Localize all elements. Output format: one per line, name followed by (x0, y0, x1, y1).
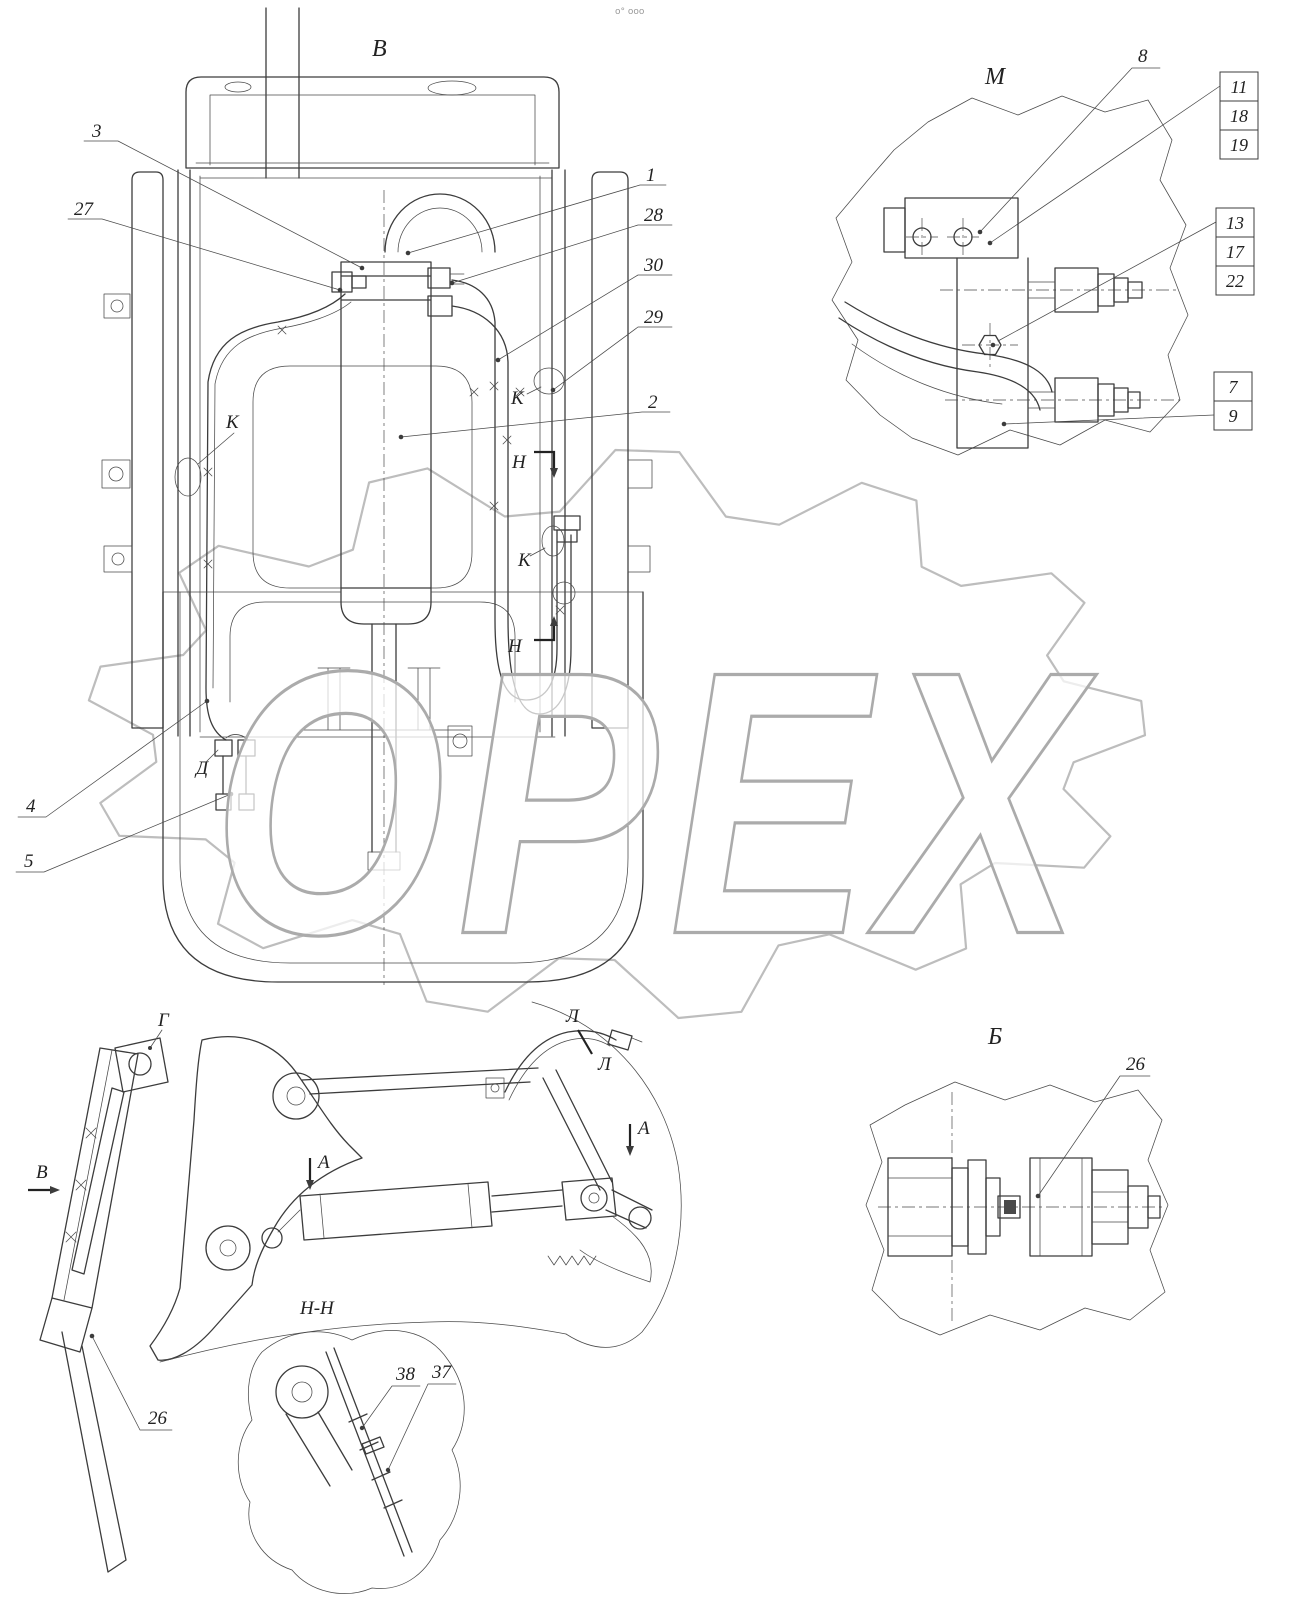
zone-k-label: К (510, 388, 525, 409)
detail-b-boundary (865, 1081, 1169, 1336)
hood-outline (185, 76, 560, 169)
zone-k-label: К (517, 550, 532, 571)
exhaust-stack (265, 7, 300, 179)
section-nn-detail: Н-Н 38 37 (237, 1298, 465, 1594)
callout-26-detail: 26 (1035, 1054, 1151, 1199)
callout-26-side: 26 (89, 1333, 173, 1431)
ref-22: 22 (1226, 271, 1244, 291)
main-view: В о° ооо (15, 7, 673, 985)
callout-8-label: 8 (1138, 46, 1148, 67)
callout-5-label: 5 (24, 851, 34, 872)
ref-18: 18 (1230, 106, 1248, 126)
main-view-title: В (372, 36, 387, 62)
callout-30-label: 30 (643, 255, 664, 276)
section-n-label: Н (511, 452, 527, 473)
view-v-label: В (36, 1162, 48, 1183)
ref-19: 19 (1230, 135, 1248, 155)
upper-fitting (1027, 267, 1143, 313)
detail-m-hoses (838, 301, 1053, 411)
watermark-text-group: ОРЕХ (211, 592, 1097, 1013)
callout-38: 38 (359, 1364, 421, 1431)
zone-l-label: Л (597, 1054, 612, 1075)
ref-13: 13 (1226, 213, 1244, 233)
callout-4: 4 (17, 698, 210, 818)
ref-box-stack-3: 7 9 (1001, 371, 1253, 431)
callout-28: 28 (449, 205, 673, 286)
callout-26-label: 26 (148, 1408, 168, 1429)
callout-28-label: 28 (644, 205, 664, 226)
rocker-linkage (542, 1069, 653, 1283)
watermark-gear (87, 448, 1147, 1020)
callout-29: 29 (550, 307, 673, 393)
callout-5: 5 (15, 791, 234, 873)
section-a-marks: А А (306, 1118, 650, 1190)
callout-29-label: 29 (644, 307, 664, 328)
ref-box-stack-2: 13 17 22 (990, 207, 1255, 348)
ref-9: 9 (1229, 406, 1238, 426)
union-fitting (887, 1157, 1161, 1257)
ref-7: 7 (1229, 377, 1239, 397)
zone-g-label: Г (157, 1010, 170, 1031)
watermark-text: ОРЕХ (212, 593, 1097, 1012)
section-nn-label: Н-Н (299, 1298, 335, 1319)
lift-cylinder (340, 190, 432, 985)
manifold-plate (956, 257, 1029, 449)
mast (39, 1047, 139, 1573)
boom (149, 1036, 539, 1361)
callout-38-label: 38 (395, 1364, 416, 1385)
section-a-label: А (316, 1152, 330, 1173)
top-fittings (331, 267, 465, 317)
detail-view-b: Б 26 (865, 1024, 1169, 1336)
top-marks: о° ооо (615, 7, 645, 17)
side-brackets (101, 293, 653, 573)
lower-frame (162, 591, 644, 983)
side-view: Г (28, 1001, 682, 1594)
coupler-core (1004, 1200, 1016, 1214)
frame-rails (177, 169, 566, 737)
callout-1-label: 1 (646, 165, 656, 186)
lower-fitting (1027, 377, 1141, 423)
zone-k-marks: К К К (174, 367, 576, 605)
section-n-label: Н (507, 636, 523, 657)
section-n-marks: Н Н (507, 450, 558, 657)
callout-4-label: 4 (26, 796, 36, 817)
callout-30: 30 (495, 255, 673, 363)
ref-11: 11 (1231, 77, 1248, 97)
detail-b-title: Б (987, 1024, 1002, 1050)
callout-3: 3 (83, 121, 365, 271)
zone-d-label: Д (194, 758, 209, 779)
callout-27-label: 27 (74, 199, 95, 220)
port-plate (883, 197, 1019, 259)
callout-3-label: 3 (91, 121, 102, 142)
callout-27: 27 (67, 199, 343, 293)
ref-box-stack-1: 11 18 19 (987, 71, 1259, 246)
boom-hoses (504, 1029, 643, 1101)
zone-l-label: Л (565, 1006, 580, 1027)
right-hoses (451, 279, 581, 715)
callout-8: 8 (977, 46, 1161, 235)
bucket-cylinder (277, 1177, 617, 1241)
left-hose (205, 293, 352, 811)
ref-17: 17 (1226, 242, 1245, 262)
zone-k-label: К (225, 412, 240, 433)
section-a-label: А (636, 1118, 650, 1139)
callout-2: 2 (398, 392, 671, 440)
callout-37: 37 (385, 1362, 457, 1473)
callout-1: 1 (405, 165, 667, 256)
callout-2-label: 2 (648, 392, 658, 413)
callout-26-label: 26 (1126, 1054, 1146, 1075)
detail-view-m: М (831, 46, 1259, 456)
detail-m-title: М (984, 64, 1007, 90)
view-v-arrow: В (28, 1162, 60, 1194)
hose-x-marks (203, 325, 565, 615)
detail-m-boundary (831, 95, 1189, 456)
callout-37-label: 37 (431, 1362, 453, 1383)
